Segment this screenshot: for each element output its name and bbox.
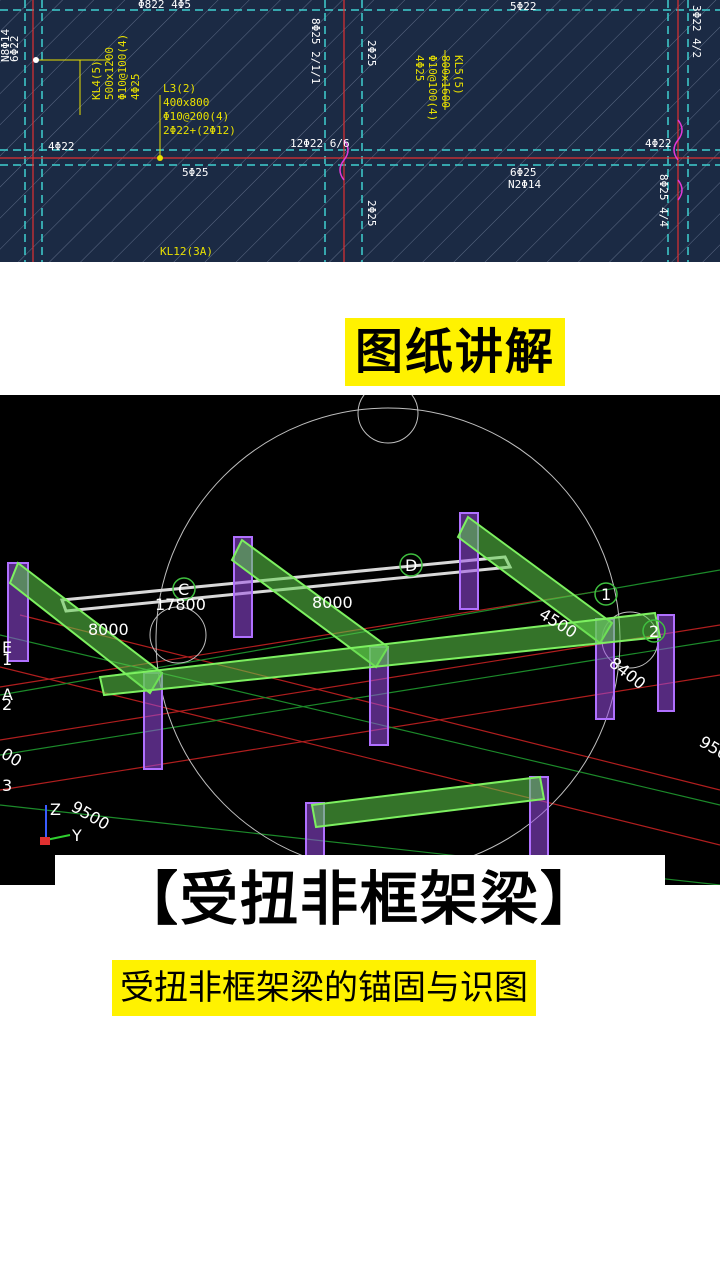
axis-a-label: A <box>2 685 13 704</box>
axis-lines <box>0 0 720 262</box>
leader-dot <box>33 57 39 63</box>
right-label-b: 6Φ25 <box>510 166 537 179</box>
right-label-c: N2Φ14 <box>508 178 541 191</box>
axis-left-3: 3 <box>2 776 12 795</box>
dim-8000-left: 8000 <box>88 620 129 639</box>
beam-lines <box>0 0 720 262</box>
top-label-c: 3Φ22 4/2 <box>690 5 703 58</box>
axis-2-label: 2 <box>649 622 659 641</box>
ucs-z-label: Z <box>50 800 61 819</box>
column <box>657 614 675 712</box>
beams <box>8 515 662 829</box>
right-label-d: 8Φ25 4/4 <box>657 174 670 227</box>
mid-label-c: 12Φ22 6/6 <box>290 137 350 150</box>
leader-lines <box>36 50 446 158</box>
dim-17800: 17800 <box>155 595 206 614</box>
structural-3d-model: C D 1 2 17800 8000 8000 4500 8400 9500 9… <box>0 395 720 885</box>
ucs-y-label: Y <box>71 826 82 845</box>
kl4-bars: 4Φ25 <box>129 74 142 101</box>
kl5-stirrup: Φ10@100(4) <box>426 55 439 121</box>
axis-1-label: 1 <box>601 585 611 604</box>
axis-c-label: C <box>178 580 189 599</box>
kl5-bars: 4Φ25 <box>413 55 426 82</box>
top-label-b: 5Φ22 <box>510 0 537 13</box>
axis-left-2: 2 <box>2 695 12 714</box>
axis-e-label: E <box>2 638 12 657</box>
mid-label-b: 5Φ25 <box>182 166 209 179</box>
ucs-axis-icon: Y Z <box>40 800 82 845</box>
left-label-b: N8Φ14 <box>0 29 12 62</box>
axis-left-1: 1 <box>2 650 12 669</box>
hatch-pattern <box>0 0 720 262</box>
mid-label-d: 2Φ25 <box>365 200 378 227</box>
headline-box: 【受扭非框架梁】 <box>55 855 665 943</box>
cad-drawing-panel: KL4(5) 500x1200 Φ10@100(4) 4Φ25 L3(2) 40… <box>0 0 720 262</box>
section-tag: 图纸讲解 <box>345 318 566 386</box>
beam <box>98 611 662 697</box>
kl12-label: KL12(3A) <box>160 245 213 258</box>
right-label-a: 4Φ22 <box>645 137 672 150</box>
dim-left-partial: 00 <box>0 744 25 771</box>
leader-dot <box>157 155 163 161</box>
top-label-a: Φ822 4Φ5 <box>138 0 191 11</box>
headline: 【受扭非框架梁】 <box>119 865 600 933</box>
grid-bubbles <box>172 553 666 643</box>
l3-bars: 2Φ22+(2Φ12) <box>163 124 236 137</box>
mid-label-e: 2Φ25 <box>365 40 378 67</box>
column-label: 8Φ25 2/1/1 <box>309 18 322 84</box>
beam <box>8 561 164 695</box>
kl5-name: KL5(5) <box>452 55 465 95</box>
l3-size: 400x800 <box>163 96 209 109</box>
cad-drawing: KL4(5) 500x1200 Φ10@100(4) 4Φ25 L3(2) 40… <box>0 0 720 262</box>
columns <box>7 512 675 885</box>
kl4-name: KL4(5) <box>90 60 103 100</box>
beam <box>310 775 546 829</box>
kl5-size: 800x1600 <box>439 55 452 108</box>
dim-9500-right: 950 <box>696 732 720 764</box>
dim-8000-right: 8000 <box>312 593 353 612</box>
kl4-stirrup: Φ10@100(4) <box>116 34 129 100</box>
left-label-a: 6Φ22 <box>8 36 21 63</box>
model-view-panel: C D 1 2 17800 8000 8000 4500 8400 9500 9… <box>0 395 720 885</box>
mid-label-a: 4Φ22 <box>48 140 75 153</box>
subtitle-tag: 受扭非框架梁的锚固与识图 <box>112 960 536 1016</box>
l3-stirrup: Φ10@200(4) <box>163 110 229 123</box>
break-marks <box>339 119 683 201</box>
axis-d-label: D <box>405 556 417 575</box>
kl4-size: 500x1200 <box>103 47 116 100</box>
l3-name: L3(2) <box>163 82 196 95</box>
